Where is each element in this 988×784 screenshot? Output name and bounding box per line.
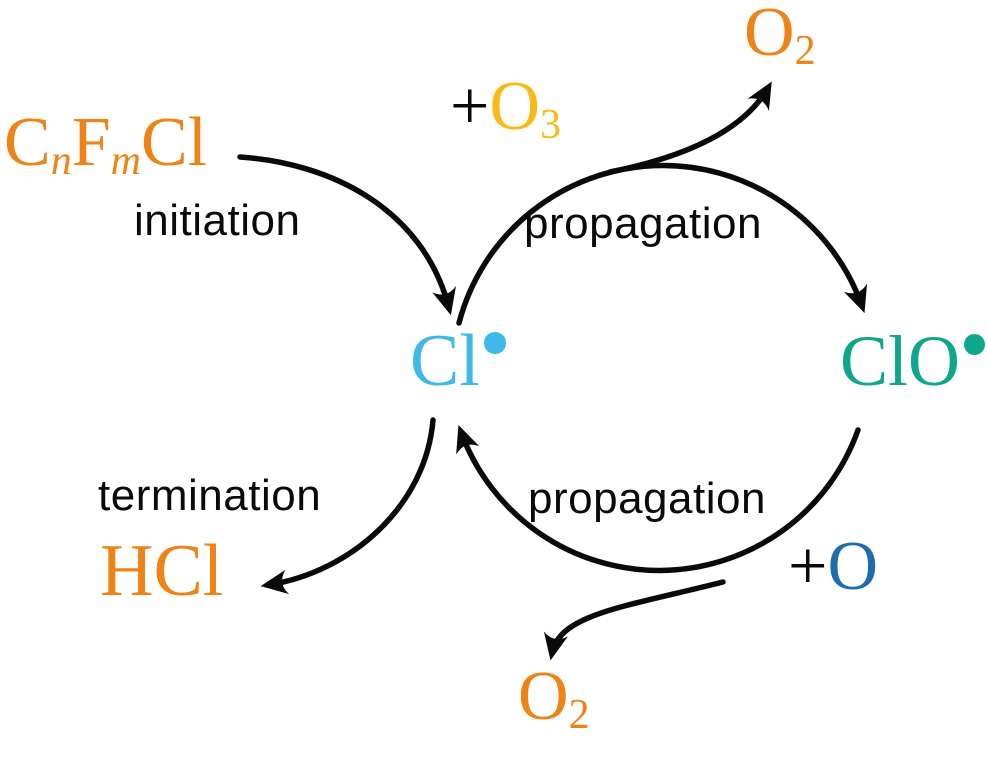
species-ozone: +O3 — [450, 72, 562, 149]
species-cl-radical: Cl — [410, 324, 506, 398]
propagation-bottom-label: propagation — [528, 474, 766, 523]
cl-symbol: Cl — [410, 320, 480, 402]
ozone-plus-sign: + — [450, 68, 490, 145]
ozone-subscript: 3 — [540, 102, 562, 149]
species-clo-radical: ClO — [840, 325, 986, 397]
atomic-o-symbol: O — [827, 528, 879, 605]
propagation-bottom-arc — [456, 424, 861, 574]
o2-release-arrow-top — [607, 81, 772, 175]
o2-bottom-symbol: O — [518, 658, 569, 735]
species-atomic-o: +O — [788, 532, 878, 602]
species-hcl: HCl — [100, 530, 224, 612]
cfc-symbol-c: C — [4, 104, 51, 181]
o2-bottom-subscript: 2 — [568, 692, 590, 739]
atomic-o-plus-sign: + — [788, 528, 828, 605]
o2-top-symbol: O — [744, 0, 795, 71]
propagation-top-label: propagation — [524, 199, 762, 248]
initiation-label: initiation — [134, 196, 301, 245]
cl-radical-dot-icon — [484, 332, 506, 354]
initiation-arrow — [237, 154, 456, 316]
o2-top-subscript: 2 — [794, 28, 816, 75]
clo-symbol: ClO — [840, 321, 961, 401]
termination-label: termination — [98, 471, 322, 520]
o2-release-arrow-bottom — [543, 579, 726, 661]
cfc-symbol-cl: Cl — [140, 104, 208, 181]
cfc-subscript-n: n — [50, 138, 72, 185]
species-cfc: CnFmCl — [4, 108, 207, 185]
species-o2-bottom: O2 — [518, 662, 590, 739]
propagation-top-arc — [456, 162, 868, 326]
species-o2-top: O2 — [744, 0, 816, 72]
clo-radical-dot-icon — [964, 333, 986, 355]
cfc-symbol-f: F — [71, 104, 111, 181]
termination-arrow — [260, 417, 436, 595]
cfc-subscript-m: m — [110, 138, 141, 185]
ozone-symbol: O — [489, 68, 541, 145]
